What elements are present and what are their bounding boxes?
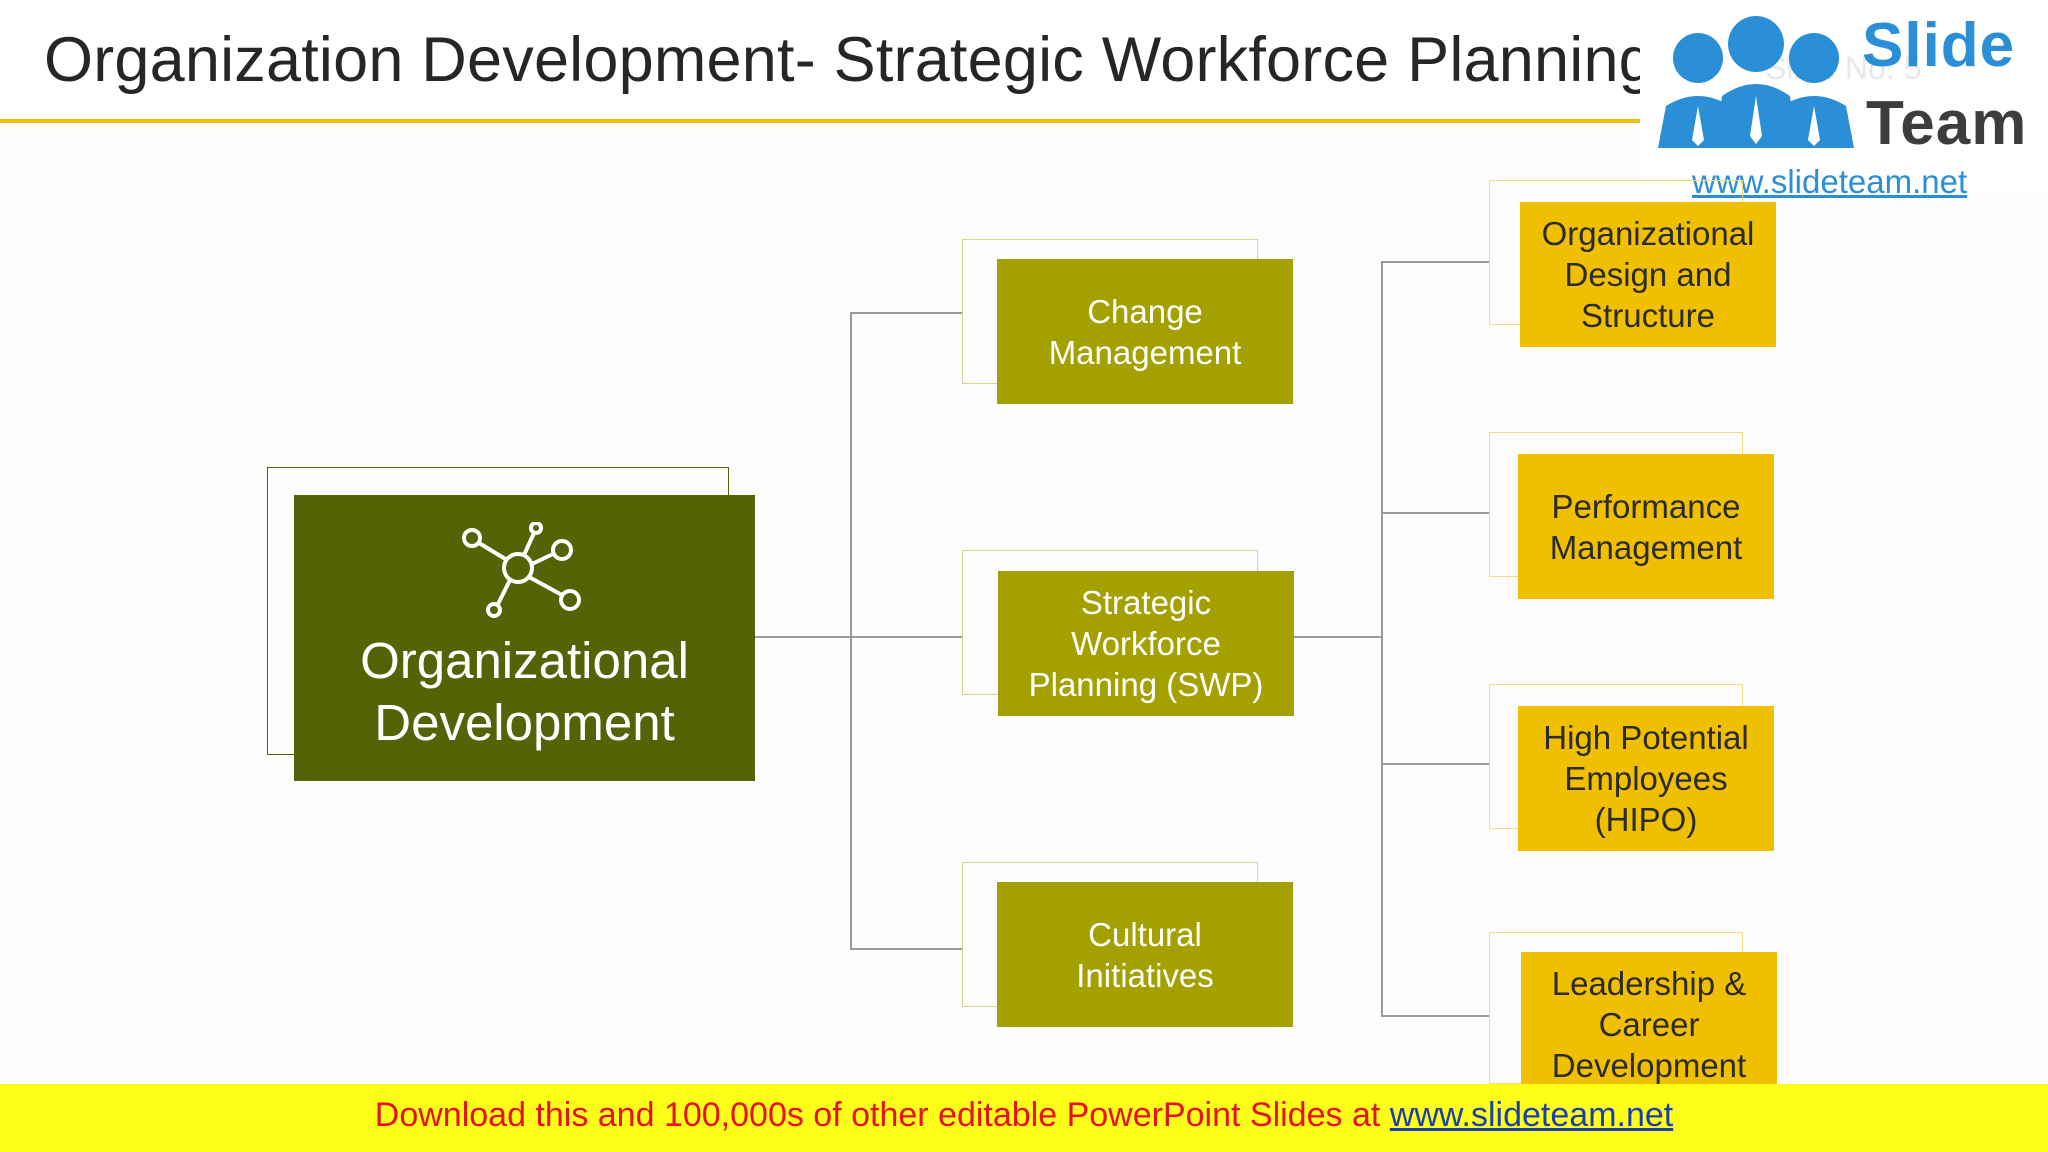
connector-to-cultural: [850, 948, 962, 950]
footer-banner: Download this and 100,000s of other edit…: [0, 1084, 2048, 1152]
connector-to-leadership: [1381, 1015, 1489, 1017]
slide-title: Organization Development- Strategic Work…: [44, 25, 1654, 95]
swp-node[interactable]: Strategic Workforce Planning (SWP): [998, 571, 1294, 716]
connector-to-swp: [850, 636, 962, 638]
swp-label: Strategic Workforce Planning (SWP): [1028, 584, 1264, 703]
org-design-node[interactable]: Organizational Design and Structure: [1520, 202, 1776, 347]
leadership-label: Leadership & Career Development: [1551, 965, 1747, 1084]
network-hub-icon: [461, 522, 581, 618]
footer-download-text: Download this and 100,000s of other edit…: [374, 1096, 1390, 1134]
change-management-node[interactable]: Change Management: [997, 259, 1293, 404]
connector-to-hipo: [1381, 763, 1489, 765]
slideteam-logo[interactable]: Slide No: 5 Slide Team www.slideteam.net: [1640, 0, 2048, 200]
root-node-label: Organizational Development: [360, 632, 689, 751]
cultural-initiatives-node[interactable]: Cultural Initiatives: [997, 882, 1293, 1027]
footer-text: Download this and 100,000s of other edit…: [0, 1096, 2048, 1135]
performance-management-label: Performance Management: [1549, 487, 1743, 566]
performance-management-node[interactable]: Performance Management: [1518, 454, 1774, 599]
logo-url-link[interactable]: www.slideteam.net: [1692, 163, 1968, 200]
team-people-icon: [1658, 16, 1854, 148]
footer-url-link[interactable]: www.slideteam.net: [1389, 1096, 1674, 1134]
cultural-initiatives-label: Cultural Initiatives: [1076, 915, 1214, 994]
leadership-node[interactable]: Leadership & Career Development: [1521, 952, 1777, 1097]
connector-level3-bus: [1381, 261, 1383, 1016]
logo-word-slide: Slide: [1862, 11, 2016, 80]
connector-to-org-design: [1381, 261, 1489, 263]
title-underline: [0, 119, 1640, 123]
connector-swp-to-bus: [1294, 636, 1382, 638]
change-management-label: Change Management: [1048, 292, 1242, 371]
root-node[interactable]: Organizational Development: [294, 495, 755, 781]
connector-to-performance: [1381, 512, 1489, 514]
hipo-label: High Potential Employees (HIPO): [1543, 719, 1749, 838]
org-design-label: Organizational Design and Structure: [1541, 215, 1755, 334]
connector-level2-bus: [850, 312, 852, 948]
logo-word-team: Team: [1866, 89, 2028, 158]
connector-root-to-bus: [755, 636, 851, 638]
connector-to-change: [850, 312, 962, 314]
hipo-node[interactable]: High Potential Employees (HIPO): [1518, 706, 1774, 851]
